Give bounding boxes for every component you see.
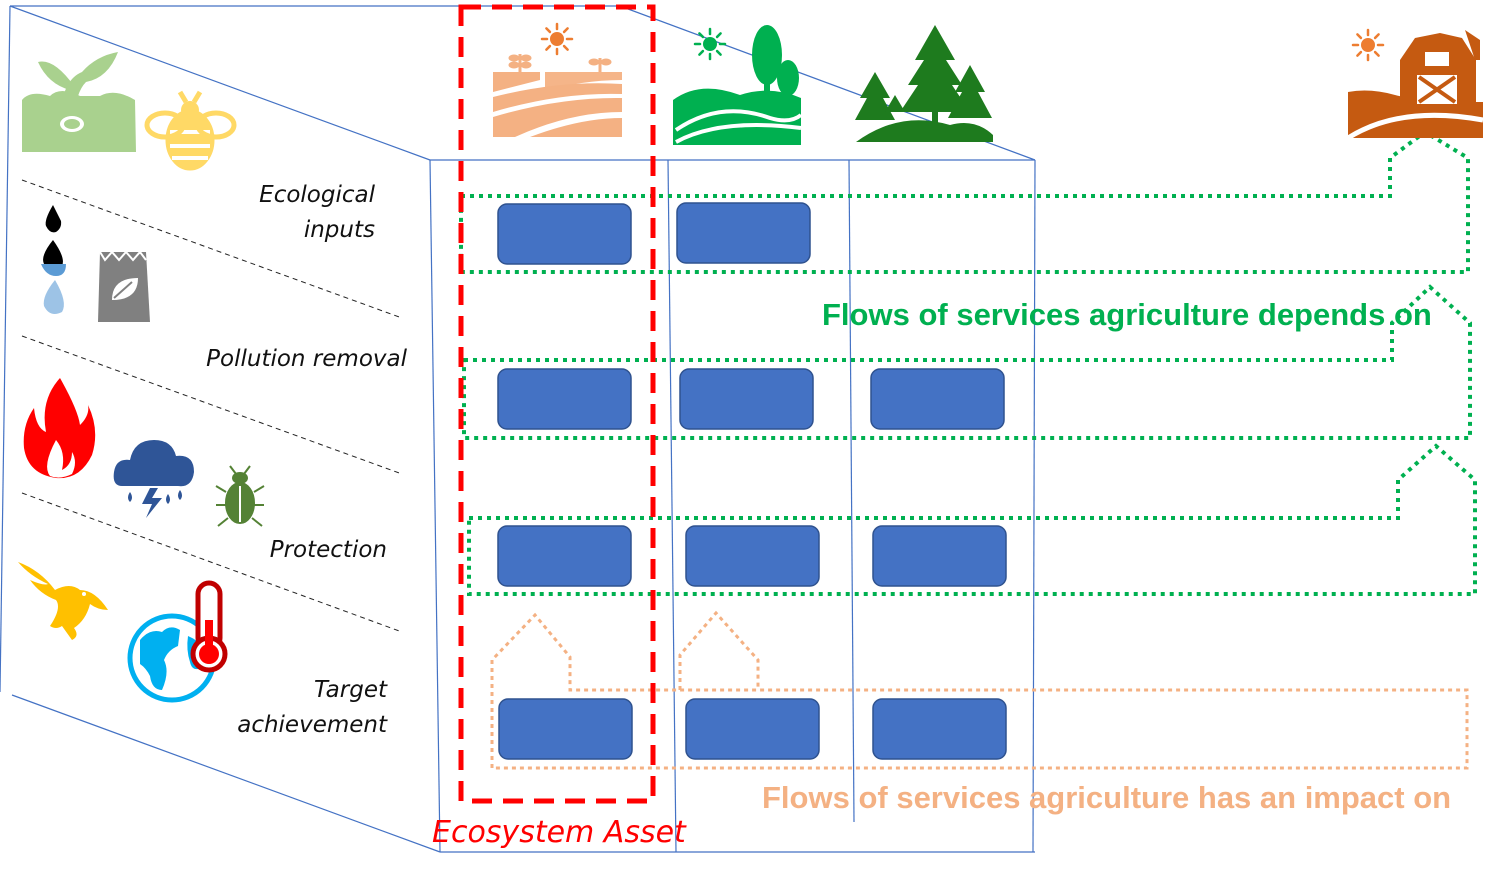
sun-core [1361, 38, 1375, 52]
service-box-r2-c3 [870, 368, 1005, 430]
sun-ray [1373, 33, 1380, 40]
sun-core [703, 37, 717, 51]
row-separator-2 [21, 335, 403, 475]
depends-flow-outline-1 [459, 129, 1470, 274]
frame-column-divider-2 [848, 159, 855, 823]
fertilizer-bag-icon [98, 250, 150, 322]
impact-flows [490, 610, 1469, 770]
sun-icon [693, 27, 727, 61]
ecosystem-asset-label: Ecosystem Asset [432, 815, 686, 850]
service-box-r4-c2 [685, 698, 820, 760]
service-box-r4-c3 [872, 698, 1007, 760]
sun-icon [540, 22, 574, 56]
sun-icon [1351, 28, 1385, 62]
row-label-protection: Protection [269, 537, 387, 563]
sun-ray [562, 27, 569, 34]
sun-ray [562, 44, 569, 51]
grassland-icon [673, 25, 803, 145]
row-separators [21, 179, 403, 633]
depends-flow-label: Flows of services agriculture depends on [822, 297, 1432, 332]
row-separator-3 [21, 492, 403, 633]
sun-ray [715, 49, 722, 56]
oil-water-drops-icon [41, 205, 66, 314]
ecosystem-asset-highlight [458, 4, 656, 804]
sun-ray [545, 44, 552, 51]
frame-diagonal-top [9, 5, 431, 161]
sun-ray [1356, 33, 1363, 40]
eagle-icon [18, 562, 108, 640]
service-box-r3-c1 [497, 525, 632, 587]
fire-icon [23, 378, 96, 479]
service-box-r1-c2 [676, 202, 811, 264]
storm-cloud-icon [113, 440, 194, 518]
row-label-target-achievement: Target achievement [237, 677, 387, 738]
cropland-icon [493, 22, 622, 137]
sun-ray [698, 32, 705, 39]
globe-thermometer-icon [127, 580, 228, 703]
frame-diagonal-bottom [11, 694, 441, 853]
seedling-icon [22, 52, 136, 152]
service-box-r4-c1 [498, 698, 633, 760]
row-label-pollution-removal: Pollution removal [206, 346, 407, 372]
sun-ray [1373, 50, 1380, 57]
service-box-r3-c3 [872, 525, 1007, 587]
impact-flow-outline-1 [490, 612, 1469, 770]
sun-ray [545, 27, 552, 34]
frame-front-left [429, 159, 441, 853]
impact-flow-outline-2 [678, 610, 760, 690]
service-box-r1-c1 [497, 203, 632, 265]
beetle-icon [215, 465, 265, 527]
forest-icon [855, 25, 993, 142]
sun-ray [698, 49, 705, 56]
service-box-r3-c2 [685, 525, 820, 587]
sun-ray [1356, 50, 1363, 57]
service-box-r2-c2 [679, 368, 814, 430]
service-box-r2-c1 [497, 368, 632, 430]
farm-barn-icon [1346, 28, 1484, 141]
row-label-ecological-inputs: Ecological inputs [259, 182, 375, 243]
frame-left-edge [0, 5, 11, 693]
sun-ray [715, 32, 722, 39]
frame-front-right [1032, 159, 1036, 853]
sun-core [550, 32, 564, 46]
depends-flow-outline-2 [462, 284, 1472, 440]
frame-column-divider-1 [667, 159, 677, 853]
depends-flows [459, 129, 1477, 596]
bee-icon [144, 90, 237, 171]
row-separator-1 [21, 179, 403, 319]
impact-flow-label: Flows of services agriculture has an imp… [762, 780, 1452, 815]
service-boxes [497, 202, 1007, 760]
